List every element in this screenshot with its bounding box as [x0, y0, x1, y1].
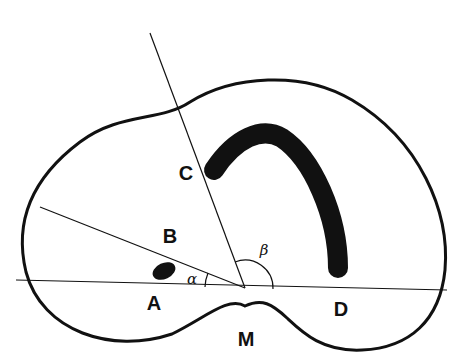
beta-arc	[235, 260, 273, 289]
base-line	[16, 280, 447, 290]
point-label: C	[179, 163, 193, 183]
point-label: A	[147, 293, 161, 313]
angle-label: β	[260, 243, 269, 258]
angle-label: α	[187, 272, 197, 287]
alpha-arc	[205, 273, 208, 287]
beta-line	[150, 33, 245, 288]
alpha-line	[40, 207, 245, 288]
point-label: D	[334, 299, 348, 319]
curved-band	[214, 133, 338, 268]
point-label: M	[238, 329, 255, 349]
small-spot	[150, 259, 179, 284]
outline	[22, 80, 445, 350]
point-label: B	[163, 226, 177, 246]
